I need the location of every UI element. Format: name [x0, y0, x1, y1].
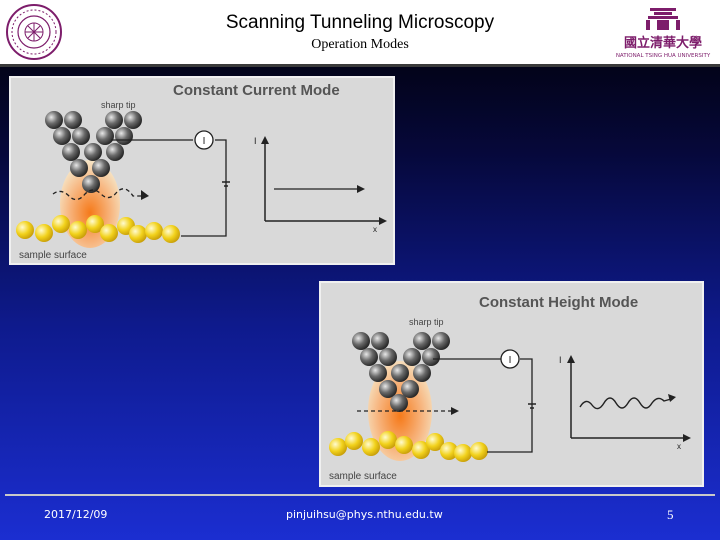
- constant-height-panel: Constant Height Mode sharp tip: [319, 281, 704, 487]
- current-meter-icon: [500, 349, 520, 369]
- university-seal-icon: [6, 4, 62, 60]
- x-axis-label: x: [677, 442, 681, 451]
- surface-atoms: [329, 431, 488, 462]
- footer-date: 2017/12/09: [44, 508, 108, 521]
- current-trace-wavy: [579, 397, 672, 410]
- slide-subtitle: Operation Modes: [311, 37, 409, 52]
- page-number: 5: [667, 507, 674, 522]
- tip-label: sharp tip: [409, 317, 444, 327]
- current-graph: I x: [559, 355, 691, 451]
- surface-label: sample surface: [19, 250, 87, 261]
- panel-heading: Constant Current Mode: [173, 82, 340, 99]
- university-logo: 國立清華大學 NATIONAL TSING HUA UNIVERSITY: [610, 3, 716, 61]
- footer-divider: [5, 494, 715, 496]
- panel-heading: Constant Height Mode: [479, 294, 638, 311]
- header-bar: Scanning Tunneling Microscopy Operation …: [0, 0, 720, 66]
- surface-label: sample surface: [329, 471, 397, 482]
- logo-english-name: NATIONAL TSING HUA UNIVERSITY: [616, 53, 711, 59]
- circuit-wire: [111, 139, 227, 237]
- tip-atoms: [45, 111, 142, 193]
- current-graph: I x: [254, 136, 387, 234]
- current-meter-icon: [194, 130, 214, 150]
- y-axis-label: I: [254, 136, 257, 146]
- surface-atoms: [16, 215, 180, 243]
- x-axis-label: x: [373, 225, 377, 234]
- meter-label: I: [509, 355, 512, 366]
- slide-title: Scanning Tunneling Microscopy: [225, 12, 495, 33]
- footer-email: pinjuihsu@phys.nthu.edu.tw: [286, 508, 443, 521]
- header-divider: [0, 64, 720, 67]
- tip-atoms: [352, 332, 450, 412]
- constant-current-panel: Constant Current Mode sharp tip: [9, 76, 395, 265]
- tip-label: sharp tip: [101, 100, 136, 110]
- y-axis-label: I: [559, 355, 562, 365]
- meter-label: I: [203, 136, 206, 147]
- circuit-wire: [433, 358, 533, 453]
- logo-chinese-name: 國立清華大學: [624, 35, 702, 51]
- tip-path-dashed: [52, 188, 143, 201]
- logo-emblem-icon: [646, 8, 680, 30]
